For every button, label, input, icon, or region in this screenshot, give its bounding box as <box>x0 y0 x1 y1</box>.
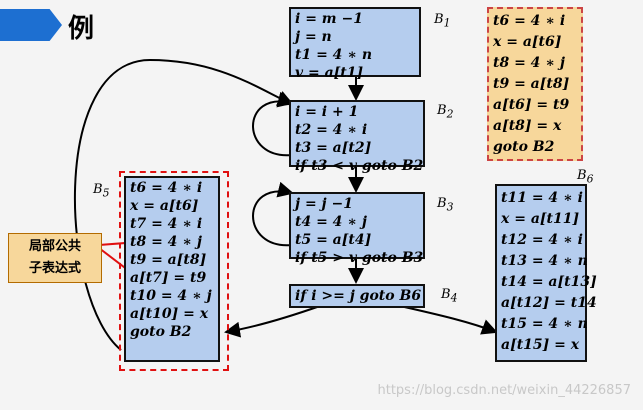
block-b5: t6 = 4 ∗ i x = a[t6] t7 = 4 ∗ i t8 = 4 ∗… <box>124 176 220 362</box>
b1-label: B1 <box>434 12 451 30</box>
b3-line: j = j −1 <box>295 196 353 212</box>
edge-b4-b5 <box>224 305 321 338</box>
callout-line: 子表达式 <box>28 261 81 276</box>
block-b6: t11 = 4 ∗ i x = a[t11] t12 = 4 ∗ i t13 =… <box>495 184 597 362</box>
b5-line: a[t7] = t9 <box>130 270 207 286</box>
b5-line: t10 = 4 ∗ j <box>130 288 212 304</box>
opt-line: x = a[t6] <box>493 34 562 50</box>
b6-line: a[t15] = x <box>501 337 580 353</box>
b6-line: a[t12] = t14 <box>501 295 597 311</box>
b4-line: if i >= j goto B6 <box>295 288 422 304</box>
watermark: https://blog.csdn.net/weixin_44226857 <box>377 383 631 398</box>
b6-line: x = a[t11] <box>501 211 580 227</box>
b5-line: t6 = 4 ∗ i <box>130 180 203 196</box>
b3-line: t4 = 4 ∗ j <box>295 214 367 230</box>
b6-line: t12 = 4 ∗ i <box>501 232 583 248</box>
edge-b2-loop <box>252 91 294 157</box>
b5-line: t8 = 4 ∗ j <box>130 234 202 250</box>
b2-line: t2 = 4 ∗ i <box>295 122 368 138</box>
b4-label: B4 <box>441 287 458 305</box>
common-subexpression-callout: 局部公共 子表达式 <box>8 233 102 283</box>
block-b3: j = j −1 t4 = 4 ∗ j t5 = a[t4] if t5 > v… <box>289 192 425 266</box>
b1-line: j = n <box>295 29 332 45</box>
b5-label: B5 <box>93 182 110 200</box>
b6-label: B6 <box>577 168 594 186</box>
opt-line-highlight: a[t6] = t9 <box>493 97 570 113</box>
b6-line: t14 = a[t13] <box>501 274 597 290</box>
opt-line: goto B2 <box>493 139 555 155</box>
b5-line: goto B2 <box>130 324 192 340</box>
title-arrow-bar <box>0 9 62 41</box>
b5-line: t7 = 4 ∗ i <box>130 216 203 232</box>
page-title: 例 <box>68 14 95 44</box>
b1-line: v = a[t1] <box>295 65 364 81</box>
b1-line: t1 = 4 ∗ n <box>295 47 373 63</box>
b2-line: t3 = a[t2] <box>295 140 372 156</box>
edge-b3-loop <box>252 181 294 247</box>
b6-line: t11 = 4 ∗ i <box>501 190 583 206</box>
callout-line: 局部公共 <box>28 239 81 254</box>
b3-line: t5 = a[t4] <box>295 232 372 248</box>
edge-b4-b6 <box>399 305 498 335</box>
b2-label: B2 <box>437 103 454 121</box>
b2-line: i = i + 1 <box>295 104 359 120</box>
b3-line: if t5 > v goto B3 <box>295 250 424 266</box>
opt-line: t6 = 4 ∗ i <box>493 13 566 29</box>
b5-highlight-frame <box>119 171 229 371</box>
b6-line: t15 = 4 ∗ n <box>501 316 588 332</box>
opt-line: t9 = a[t8] <box>493 76 570 92</box>
b3-label: B3 <box>437 196 454 214</box>
opt-line-highlight: a[t8] = x <box>493 118 562 134</box>
block-b5-optimized: t6 = 4 ∗ i x = a[t6] t8 = 4 ∗ j t9 = a[t… <box>487 7 583 161</box>
b2-line: if t3 < v goto B2 <box>295 158 424 174</box>
block-b1: i = m −1 j = n t1 = 4 ∗ n v = a[t1] <box>289 7 421 81</box>
b6-line: t13 = 4 ∗ n <box>501 253 588 269</box>
b5-line: x = a[t6] <box>130 198 199 214</box>
b5-line: a[t10] = x <box>130 306 209 322</box>
block-b2: i = i + 1 t2 = 4 ∗ i t3 = a[t2] if t3 < … <box>289 100 425 174</box>
b1-line: i = m −1 <box>295 11 363 27</box>
block-b4: if i >= j goto B6 <box>289 284 425 308</box>
opt-line: t8 = 4 ∗ j <box>493 55 565 71</box>
b5-line: t9 = a[t8] <box>130 252 207 268</box>
